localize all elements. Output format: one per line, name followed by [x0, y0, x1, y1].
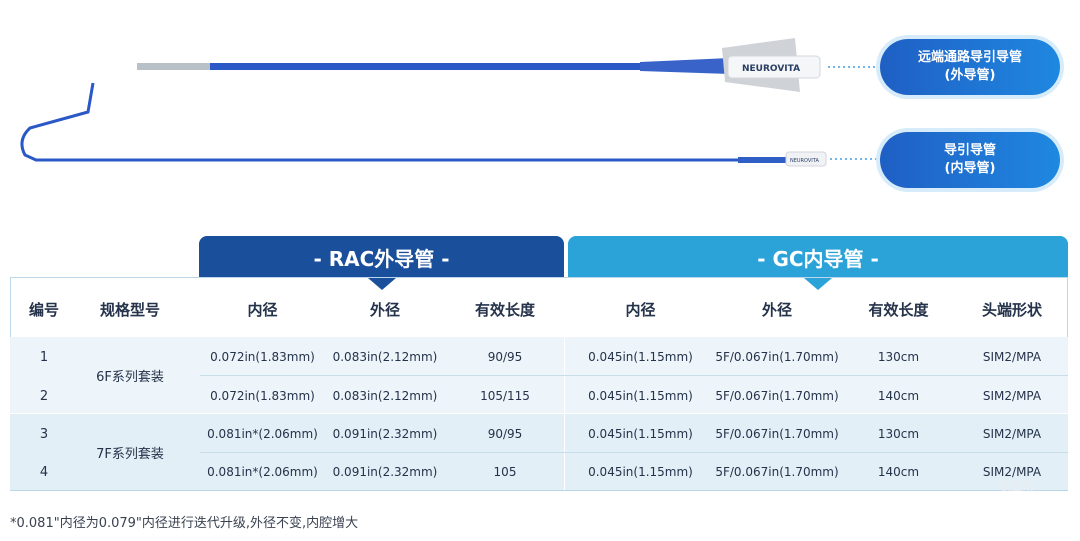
row-rac-length: 90/95: [487, 350, 523, 364]
row-gc-id: 0.045in(1.15mm): [588, 427, 693, 441]
callout-inner-catheter: 导引导管 (内导管): [880, 132, 1060, 188]
outer-catheter-tip-metal: [137, 63, 212, 70]
row-tip-shape: SIM2/MPA: [982, 350, 1042, 364]
row-rac-od: 0.091in(2.32mm): [332, 465, 438, 479]
row-no: 3: [39, 426, 49, 442]
row-gc-id: 0.045in(1.15mm): [588, 389, 693, 403]
col-header-no: 编号: [28, 300, 59, 319]
row-rac-od: 0.083in(2.12mm): [332, 350, 438, 364]
row-rac-id: 0.081in*(2.06mm): [207, 427, 318, 441]
rac-group-header: - RAC外导管 -: [199, 236, 564, 290]
row-rac-id: 0.072in(1.83mm): [210, 350, 315, 364]
gc-group-title: - GC内导管 -: [757, 246, 879, 271]
row-tip-shape: SIM2/MPA: [982, 465, 1042, 479]
row-gc-od: 5F/0.067in(1.70mm): [715, 427, 839, 441]
row-tip-shape: SIM2/MPA: [982, 389, 1042, 403]
catheter-illustration: NEUROVITA NEUROVITA: [20, 38, 882, 167]
row-rac-id: 0.081in*(2.06mm): [207, 465, 318, 479]
row-gc-length: 130cm: [877, 350, 920, 364]
rac-group-title: - RAC外导管 -: [313, 246, 450, 271]
table-row-separator: [200, 452, 1068, 453]
callout-inner-line2: (内导管): [944, 161, 996, 176]
col-header-gc-id: 内径: [625, 300, 656, 319]
outer-catheter-strain-relief: [640, 58, 730, 74]
col-header-gc-length: 有效长度: [868, 300, 929, 319]
row-tip-shape: SIM2/MPA: [982, 427, 1042, 441]
outer-catheter-hub-body: [727, 55, 821, 79]
col-header-rac-id: 内径: [247, 300, 278, 319]
footnote: *0.081"内径为0.079"内径进行迭代升级,外径不变,内腔增大: [10, 516, 359, 531]
callout-outer-line2: (外导管): [944, 68, 996, 83]
row-rac-length: 90/95: [487, 427, 523, 441]
inner-catheter-shaft: [20, 82, 740, 162]
col-header-rac-length: 有效长度: [474, 300, 535, 319]
col-header-model: 规格型号: [99, 300, 160, 319]
row-gc-id: 0.045in(1.15mm): [588, 350, 693, 364]
row-gc-id: 0.045in(1.15mm): [588, 465, 693, 479]
group-label-6f: 6F系列套装: [96, 369, 164, 385]
col-header-rac-od: 外径: [369, 300, 400, 319]
row-rac-length: 105/115: [480, 389, 530, 403]
callout-outer-catheter: 远端通路导引导管 (外导管): [880, 39, 1060, 95]
gc-group-header: - GC内导管 -: [568, 236, 1068, 290]
gc-header-arrow: [804, 278, 832, 290]
row-rac-od: 0.083in(2.12mm): [332, 389, 438, 403]
row-gc-od: 5F/0.067in(1.70mm): [715, 350, 839, 364]
row-no: 1: [39, 349, 49, 365]
row-gc-od: 5F/0.067in(1.70mm): [715, 465, 839, 479]
watermark: 快医讯: [1000, 480, 1033, 493]
outer-catheter-shaft: [210, 63, 650, 70]
row-no: 2: [39, 388, 49, 404]
col-header-gc-od: 外径: [761, 300, 792, 319]
row-rac-length: 105: [493, 465, 517, 479]
row-rac-id: 0.072in(1.83mm): [210, 389, 315, 403]
row-rac-od: 0.091in(2.32mm): [332, 427, 438, 441]
row-gc-length: 140cm: [877, 465, 920, 479]
rac-header-arrow: [367, 278, 396, 290]
inner-catheter-strain-relief: [738, 157, 788, 163]
row-gc-length: 140cm: [877, 389, 920, 403]
row-gc-length: 130cm: [877, 427, 920, 441]
hub-brand-logo: NEUROVITA: [742, 64, 800, 74]
table-row-separator: [200, 375, 1068, 376]
row-no: 4: [39, 464, 49, 480]
row-gc-od: 5F/0.067in(1.70mm): [715, 389, 839, 403]
inner-catheter-hub: [785, 151, 827, 167]
col-header-tip-shape: 头端形状: [981, 300, 1042, 319]
inner-hub-brand-logo: NEUROVITA: [790, 158, 819, 164]
table-group-separator: [10, 413, 1068, 414]
callout-inner-line1: 导引导管: [943, 143, 996, 158]
callout-outer-line1: 远端通路导引导管: [917, 50, 1022, 65]
group-label-7f: 7F系列套装: [96, 446, 164, 462]
